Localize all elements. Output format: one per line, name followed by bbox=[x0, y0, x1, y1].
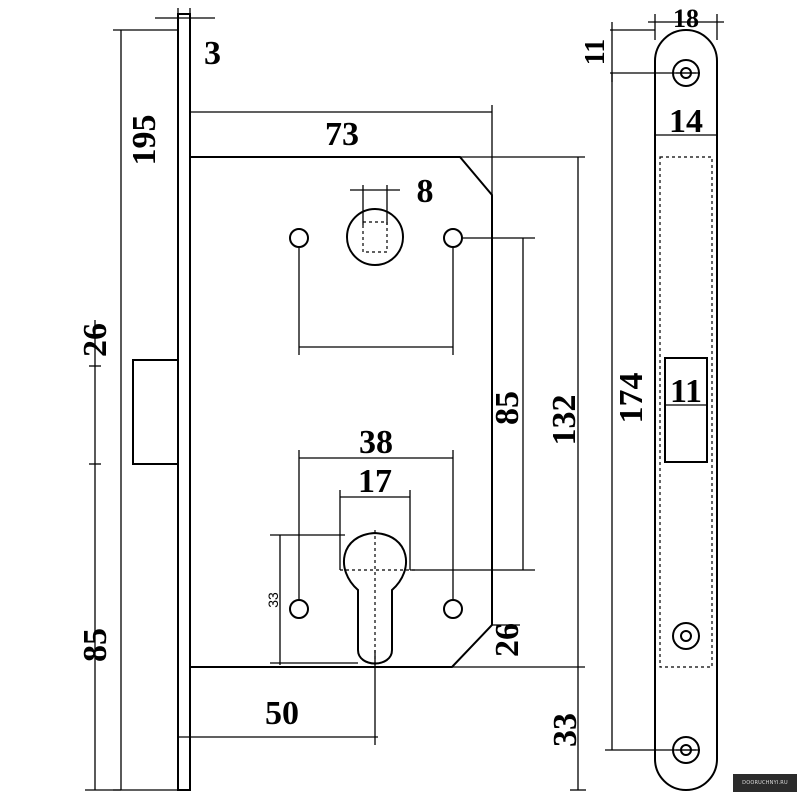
dim-faceplate-bottom: 33 bbox=[547, 713, 584, 747]
dim-left-bottom: 85 bbox=[77, 628, 114, 662]
dim-faceplate-top: 11 bbox=[580, 39, 611, 65]
dim-cyl-screw-spacing: 38 bbox=[359, 424, 393, 461]
lock-body-front-view bbox=[85, 8, 586, 791]
dim-body-height: 132 bbox=[546, 395, 583, 446]
dim-latch-width: 11 bbox=[670, 373, 702, 410]
watermark-logo: DOORUCHNYI.RU bbox=[733, 774, 797, 792]
faceplate-view bbox=[605, 14, 724, 791]
faceplate-outline bbox=[654, 29, 718, 791]
dim-spindle-square: 8 bbox=[417, 173, 434, 210]
spindle-square bbox=[362, 221, 388, 253]
dim-top-thickness: 3 bbox=[204, 35, 221, 72]
screw-hole-left-bottom bbox=[289, 599, 309, 619]
bolt-slot bbox=[659, 156, 713, 668]
dim-body-width: 73 bbox=[325, 116, 359, 153]
screw-hole-left-top bbox=[289, 228, 309, 248]
dim-bolt-width: 14 bbox=[669, 103, 703, 140]
lock-case-outline bbox=[190, 156, 493, 668]
dim-overall-height: 195 bbox=[126, 115, 163, 166]
dim-faceplate-width: 18 bbox=[673, 4, 699, 33]
screw-hole-right-top bbox=[443, 228, 463, 248]
spindle-hub bbox=[346, 208, 404, 266]
latch-opening bbox=[664, 357, 708, 463]
screw-hole-right-bottom bbox=[443, 599, 463, 619]
dim-cylinder-small: 33 bbox=[265, 592, 281, 608]
dim-cylinder-width: 17 bbox=[358, 463, 392, 500]
dim-left-latch: 26 bbox=[77, 323, 114, 357]
latch-bolt bbox=[132, 359, 179, 465]
faceplate-strip bbox=[177, 13, 191, 791]
dim-handle-spacing: 85 bbox=[489, 391, 526, 425]
dim-faceplate-height: 174 bbox=[613, 373, 650, 424]
dim-backset: 50 bbox=[265, 695, 299, 732]
faceplate-screw-middle bbox=[672, 622, 700, 650]
dim-corner-bottom: 26 bbox=[489, 623, 526, 657]
